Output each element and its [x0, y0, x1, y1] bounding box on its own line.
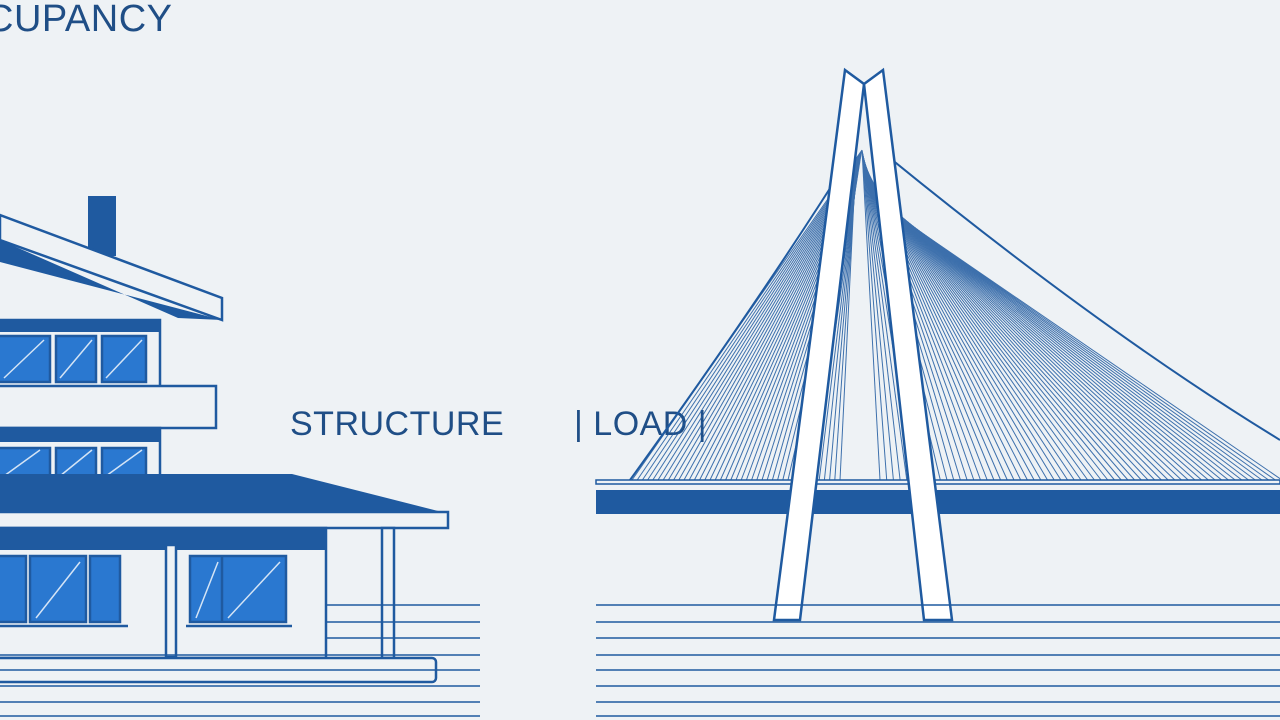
stay-cable — [829, 195, 855, 481]
lower-roof-fascia — [0, 510, 450, 530]
window-pane — [88, 554, 122, 624]
pylon-leg-left — [772, 67, 866, 622]
deck-top-rail — [595, 479, 1280, 485]
stay-cable — [839, 197, 855, 481]
diagram-title-label: CUPANCY — [0, 0, 173, 40]
ground-wall-band — [0, 528, 326, 550]
balcony-slab — [0, 384, 218, 430]
middle-window-group — [0, 446, 148, 480]
ground-window-group — [0, 554, 292, 628]
stay-cable — [862, 153, 908, 481]
upper-window-group — [0, 334, 148, 384]
lower-roof — [0, 474, 442, 512]
cable-stayed-bridge — [595, 67, 1280, 717]
stay-cable — [823, 194, 856, 481]
window-pane — [0, 446, 52, 480]
house-ground-lines — [0, 654, 480, 717]
chimney — [88, 196, 116, 256]
porch-steps — [326, 604, 480, 639]
pylon-leg-right — [862, 67, 954, 622]
stay-cable — [861, 151, 894, 481]
stay-cable — [866, 177, 1115, 481]
stay-cable — [834, 196, 855, 481]
stay-cable — [870, 197, 1280, 480]
stay-cable — [866, 176, 1102, 481]
stay-cable — [861, 152, 901, 481]
stay-cable — [818, 193, 856, 481]
stay-cable — [647, 153, 862, 481]
structure-label: STRUCTURE — [290, 405, 505, 443]
cable-fan-outline-left — [629, 159, 849, 481]
stay-cables — [631, 149, 1280, 481]
window-pane — [0, 554, 28, 624]
stay-cable — [861, 150, 888, 481]
bridge-ground-lines — [596, 604, 1280, 717]
stay-cable — [636, 150, 863, 481]
stay-cable — [861, 149, 881, 481]
stay-cable — [867, 178, 1122, 481]
house-illustration — [0, 196, 480, 684]
middle-wall-band — [0, 428, 160, 442]
window-pane — [188, 554, 288, 624]
bridge-pylon — [772, 67, 954, 622]
cable-fan-outline-right — [879, 149, 1280, 441]
stay-cable — [866, 176, 1109, 481]
stay-cable — [641, 152, 863, 481]
upper-wall-band — [0, 320, 160, 332]
stay-cable — [866, 175, 1095, 481]
porch-column — [164, 543, 178, 659]
